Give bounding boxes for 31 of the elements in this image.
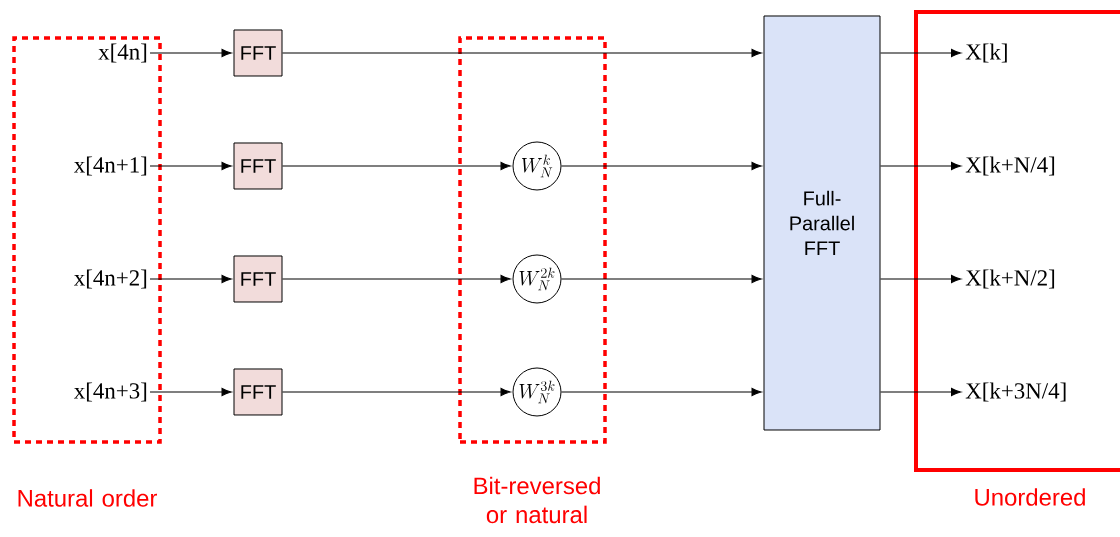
input-label: x[4n+2]	[74, 269, 147, 289]
arrow	[149, 387, 232, 397]
arrow	[281, 274, 511, 284]
arrow	[149, 161, 232, 171]
fft-box: FFT	[233, 368, 283, 416]
arrow	[879, 48, 962, 58]
node-label: Bit-reversed or natural	[474, 476, 600, 524]
arrow	[560, 274, 762, 284]
output-label: X[k+N/4]	[965, 156, 1055, 176]
node-label: Unordered	[975, 488, 1085, 506]
arrow	[281, 387, 511, 397]
arrow	[560, 161, 762, 171]
input-label: x[4n+3]	[74, 382, 147, 402]
arrow	[149, 274, 232, 284]
output-label: X[k+N/2]	[965, 269, 1055, 289]
arrow	[560, 387, 762, 397]
node-label: Natural order	[18, 489, 158, 507]
input-label: x[4n]	[98, 43, 147, 63]
input-label: x[4n+1]	[74, 156, 147, 176]
output-label: X[k]	[965, 43, 1007, 63]
arrow	[149, 48, 232, 58]
arrow	[281, 48, 762, 58]
fft-box: FFT	[233, 255, 283, 303]
arrow	[879, 161, 962, 171]
fft-box: FFT	[233, 29, 283, 77]
output-label: X[k+3N/4]	[965, 382, 1066, 402]
arrow	[879, 274, 962, 284]
arrow	[281, 161, 511, 171]
fft-box: FFT	[233, 142, 283, 190]
fft-block: Full-Parallel FFT	[763, 15, 881, 431]
arrow	[879, 387, 962, 397]
